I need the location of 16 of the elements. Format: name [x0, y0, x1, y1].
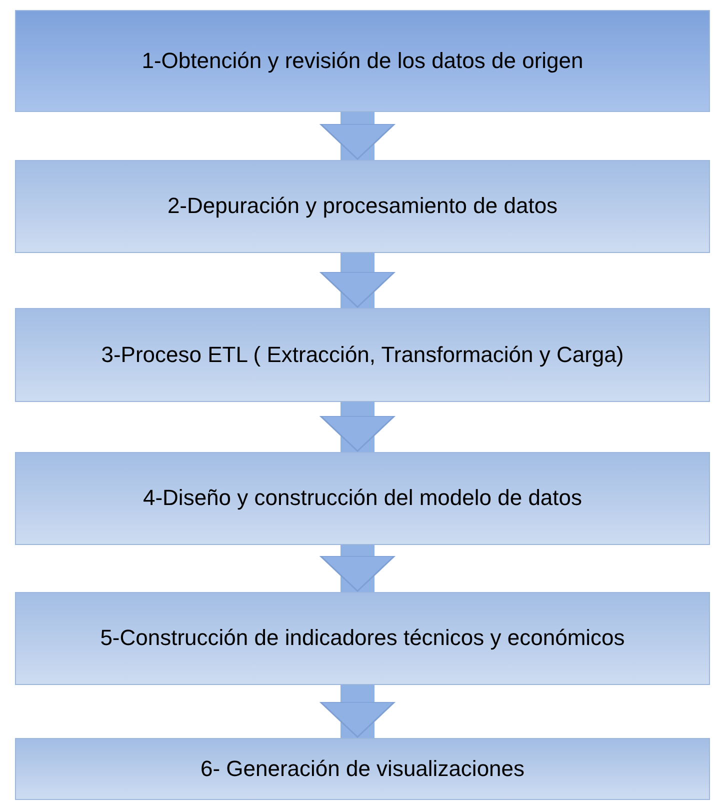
block-arrow	[320, 402, 396, 452]
step-label: 5-Construcción de indicadores técnicos y económicos	[100, 624, 625, 652]
process-box	[15, 592, 710, 685]
step-label: 3-Proceso ETL ( Extracción, Transformación y Carga)	[101, 340, 624, 369]
block-arrow	[320, 685, 396, 738]
step-label: 2-Depuración y procesamiento de datos	[167, 192, 558, 220]
process-box	[15, 10, 710, 112]
step-label: 1-Obtención y revisión de los datos de origen	[142, 46, 584, 75]
process-box	[15, 160, 710, 253]
step-label: 4-Diseño y construcción del modelo de datos	[142, 484, 582, 512]
block-arrow	[320, 112, 396, 160]
process-box	[15, 738, 710, 800]
process-box	[15, 452, 710, 545]
process-box	[15, 308, 710, 402]
step-label: 6- Generación de visualizaciones	[200, 754, 525, 783]
block-arrow	[320, 253, 396, 308]
